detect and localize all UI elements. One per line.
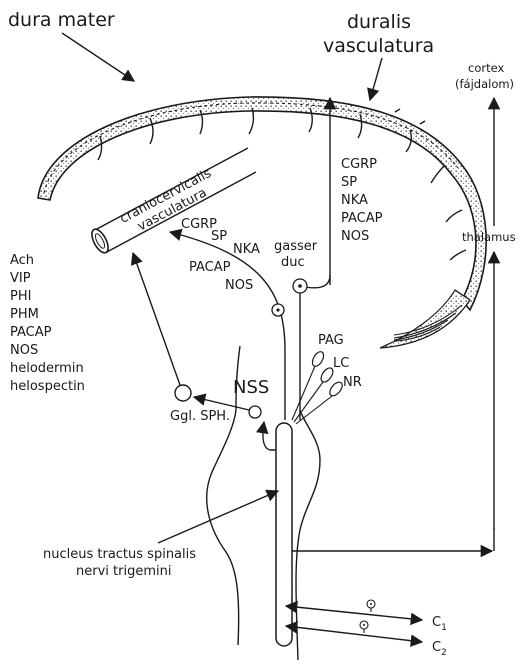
svg-text:CGRP: CGRP: [341, 157, 377, 172]
pag-label: PAG: [318, 333, 344, 348]
spinal-trigeminal-nucleus: [276, 423, 292, 646]
duralis-label-line1: duralis: [347, 11, 411, 33]
svg-text:PACAP: PACAP: [10, 325, 52, 340]
nss-nucleus: [249, 406, 261, 418]
dura-mater-label: dura mater: [8, 9, 115, 31]
svg-text:PACAP: PACAP: [341, 211, 383, 226]
svg-text:PACAP: PACAP: [189, 260, 231, 275]
svg-text:VIP: VIP: [10, 271, 31, 286]
svg-text:NKA: NKA: [233, 242, 260, 257]
ggl-sph-label: Ggl. SPH.: [170, 409, 230, 424]
c2-ganglion: [360, 621, 368, 633]
nucleus-label-line1: nucleus tractus spinalis: [43, 547, 196, 562]
svg-text:helodermin: helodermin: [10, 361, 84, 376]
svg-text:helospectin: helospectin: [10, 379, 85, 394]
c2-arrow: [286, 626, 422, 642]
parasympathetic-mediator-list: Ach VIP PHI PHM PACAP NOS helodermin hel…: [10, 253, 85, 394]
c1-ganglion: [367, 600, 375, 612]
nucleus-pointer: [158, 491, 278, 543]
svg-text:SP: SP: [211, 229, 227, 244]
dural-neuropeptide-list: CGRP SP NKA PACAP NOS: [341, 157, 383, 244]
gasser-ganglion: [293, 279, 307, 293]
nr-label: NR: [343, 375, 362, 390]
svg-text:NOS: NOS: [225, 278, 253, 293]
c1-arrow: [286, 606, 422, 620]
duralis-pointer: [370, 58, 382, 100]
thalamus-label: thalamus: [462, 230, 516, 244]
dura-mater-shape: [38, 97, 486, 348]
dura-mater-pointer: [62, 33, 134, 81]
sphenopalatine-ganglion: [175, 385, 191, 401]
gasser-label-line2: duc: [281, 255, 305, 270]
cranio-neuropeptide-list: CGRP SP NKA PACAP NOS: [181, 217, 260, 293]
c1-label: C1: [432, 615, 447, 633]
lc-label: LC: [333, 356, 349, 371]
c2-label: C2: [432, 640, 447, 658]
cortex-label-line1: cortex: [468, 61, 504, 75]
duralis-label-line2: vasculatura: [323, 35, 434, 57]
svg-text:Ach: Ach: [10, 253, 34, 268]
gasser-label-line1: gasser: [274, 239, 318, 254]
nucleus-label-line2: nervi trigemini: [76, 564, 171, 579]
svg-text:PHI: PHI: [10, 289, 31, 304]
cranio-branch-ganglion: [272, 304, 284, 316]
svg-text:NOS: NOS: [341, 229, 369, 244]
cortex-label-line2: (fájdalom): [455, 77, 514, 91]
svg-text:NKA: NKA: [341, 193, 368, 208]
nss-label: NSS: [233, 377, 269, 398]
svg-text:PHM: PHM: [10, 307, 39, 322]
svg-text:NOS: NOS: [10, 343, 38, 358]
svg-text:SP: SP: [341, 175, 357, 190]
sph-to-cranio-arrow: [133, 253, 180, 385]
